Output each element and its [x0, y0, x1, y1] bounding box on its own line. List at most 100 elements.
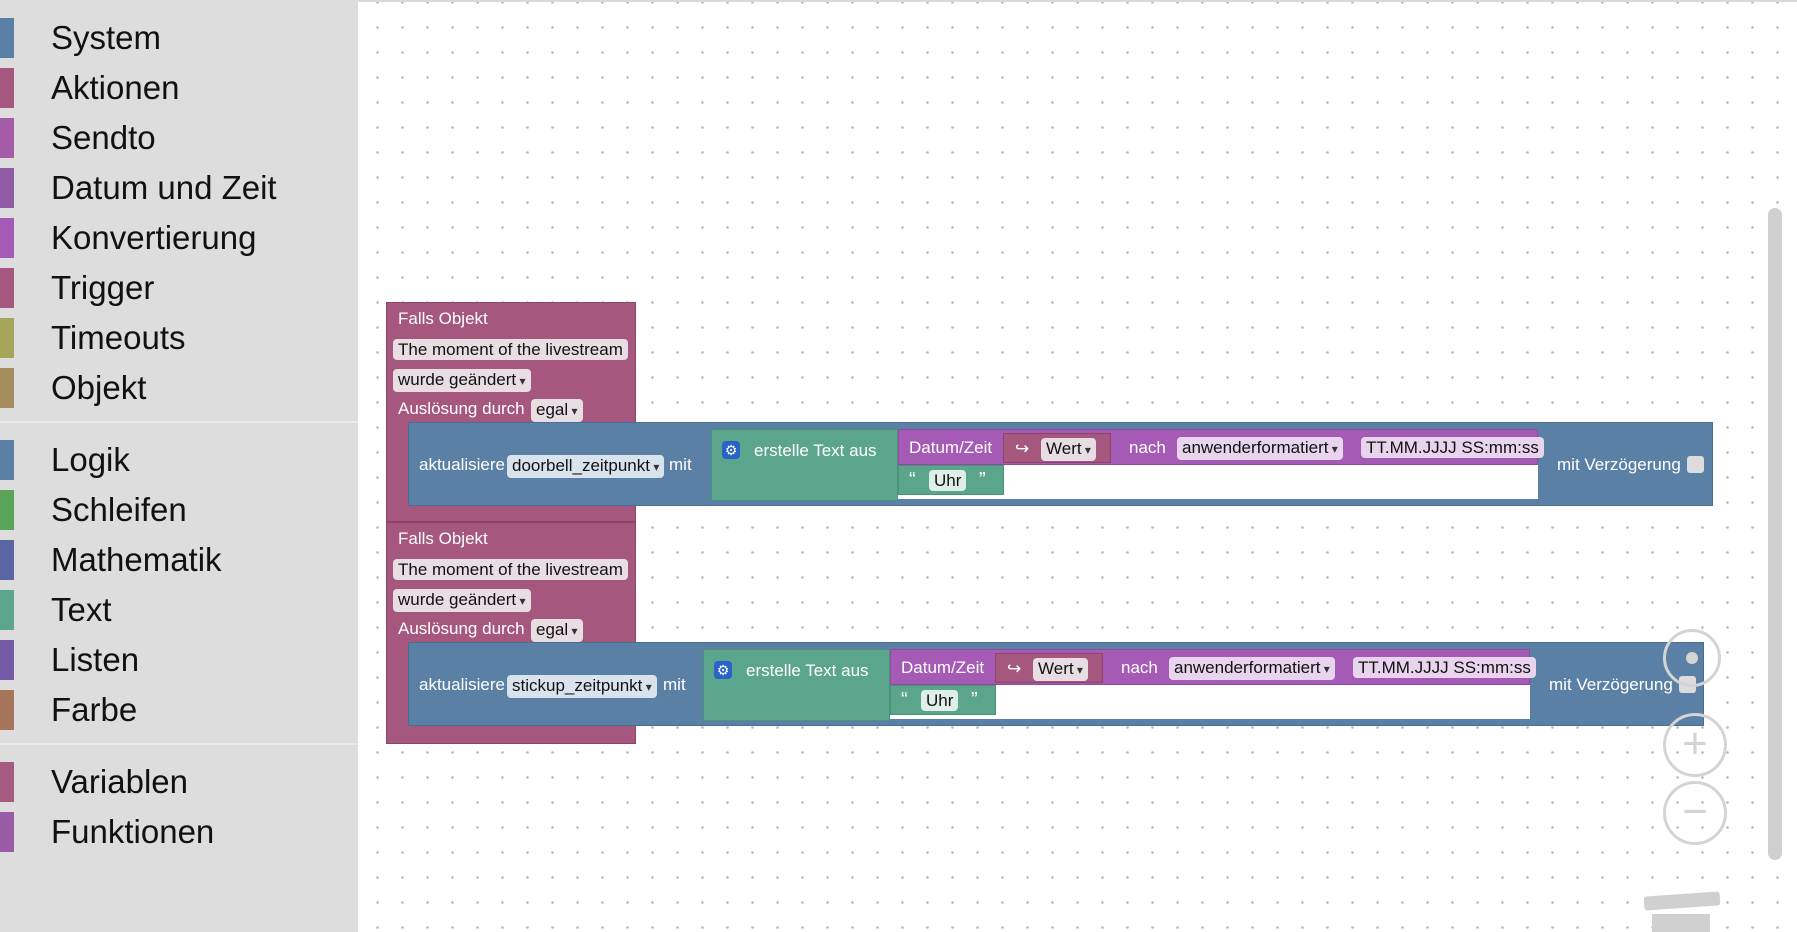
variable-dropdown[interactable]: stickup_zeitpunkt — [507, 675, 657, 698]
category-aktionen[interactable]: Aktionen — [0, 64, 358, 108]
delay-label: mit Verzögerung — [1549, 675, 1673, 694]
trashcan-icon[interactable] — [1636, 890, 1724, 932]
category-label: Schleifen — [51, 491, 187, 528]
category-label: Variablen — [51, 763, 188, 800]
datetime-block[interactable]: Datum/Zeit ↪ Wert nach anwenderformatier… — [898, 429, 1544, 465]
uhr-text-field[interactable]: Uhr — [921, 690, 959, 711]
category-label: Mathematik — [51, 541, 222, 578]
category-mathematik[interactable]: Mathematik — [0, 536, 358, 580]
category-label: Trigger — [51, 269, 155, 306]
zoom-in-icon[interactable]: + — [1663, 713, 1727, 777]
datetime-block[interactable]: Datum/Zeit ↪ Wert nach anwenderformatier… — [890, 649, 1536, 685]
open-quote-icon: “ — [909, 469, 916, 491]
category-farbe[interactable]: Farbe — [0, 686, 358, 730]
mit-label: mit — [663, 675, 686, 694]
ausloesung-label: Auslösung durch — [398, 619, 525, 638]
category-color-stripe — [0, 368, 14, 408]
text-literal-block[interactable]: “ Uhr ” — [898, 465, 1004, 495]
vertical-scrollbar[interactable] — [1768, 208, 1782, 860]
condition-dropdown[interactable]: wurde geändert — [393, 589, 531, 612]
category-timeouts[interactable]: Timeouts — [0, 314, 358, 358]
arrow-icon: ↪ — [1015, 439, 1030, 458]
text-join-block[interactable]: ⚙ erstelle Text aus — [711, 429, 898, 501]
category-color-stripe — [0, 168, 14, 208]
text-literal-block[interactable]: “ Uhr ” — [890, 685, 996, 715]
category-label: Datum und Zeit — [51, 169, 277, 206]
category-color-stripe — [0, 762, 14, 802]
datetime-label: Datum/Zeit — [901, 658, 985, 677]
object-id-field[interactable]: The moment of the livestream — [393, 339, 628, 360]
category-schleifen[interactable]: Schleifen — [0, 486, 358, 530]
variable-dropdown[interactable]: doorbell_zeitpunkt — [507, 455, 665, 478]
delay-label: mit Verzögerung — [1557, 455, 1681, 474]
category-konvertierung[interactable]: Konvertierung — [0, 214, 358, 258]
gear-icon[interactable]: ⚙ — [714, 661, 732, 679]
wert-dropdown[interactable]: Wert — [1041, 438, 1096, 461]
trigger-title: Falls Objekt — [398, 309, 488, 328]
empty-slot — [898, 465, 1538, 499]
update-block[interactable]: aktualisiere stickup_zeitpunkt mit ⚙ ers… — [408, 642, 1704, 726]
category-label: Objekt — [51, 369, 147, 406]
ausloesung-dropdown[interactable]: egal — [531, 619, 583, 642]
zoom-out-icon[interactable]: − — [1663, 781, 1727, 845]
plus-glyph: + — [1682, 719, 1708, 768]
format-pattern-field[interactable]: TT.MM.JJJJ SS:mm:ss — [1353, 657, 1536, 678]
format-mode-dropdown[interactable]: anwenderformatiert — [1169, 657, 1335, 680]
ausloesung-label: Auslösung durch — [398, 399, 525, 418]
text-join-label: erstelle Text aus — [754, 441, 877, 460]
category-label: Logik — [51, 441, 130, 478]
uhr-text-field[interactable]: Uhr — [929, 470, 967, 491]
category-color-stripe — [0, 690, 14, 730]
category-label: Text — [51, 591, 112, 628]
update-block[interactable]: aktualisiere doorbell_zeitpunkt mit ⚙ er… — [408, 422, 1713, 506]
gear-icon[interactable]: ⚙ — [722, 441, 740, 459]
category-color-stripe — [0, 268, 14, 308]
format-pattern-field[interactable]: TT.MM.JJJJ SS:mm:ss — [1361, 437, 1544, 458]
wert-dropdown[interactable]: Wert — [1033, 658, 1088, 681]
recenter-icon[interactable] — [1663, 629, 1721, 687]
text-join-block[interactable]: ⚙ erstelle Text aus — [703, 649, 890, 721]
recenter-dot — [1686, 652, 1698, 664]
update-label: aktualisiere — [419, 455, 505, 474]
category-text[interactable]: Text — [0, 586, 358, 630]
trigger-title: Falls Objekt — [398, 529, 488, 548]
category-variablen[interactable]: Variablen — [0, 758, 358, 802]
toolbox: System Aktionen Sendto Datum und Zeit Ko… — [0, 0, 358, 932]
category-color-stripe — [0, 812, 14, 852]
category-funktionen[interactable]: Funktionen — [0, 808, 358, 852]
close-quote-icon: ” — [971, 689, 978, 711]
category-label: Konvertierung — [51, 219, 257, 256]
object-id-field[interactable]: The moment of the livestream — [393, 559, 628, 580]
category-color-stripe — [0, 18, 14, 58]
category-color-stripe — [0, 68, 14, 108]
trashcan-lid — [1643, 891, 1721, 911]
category-system[interactable]: System — [0, 14, 358, 58]
minus-glyph: − — [1682, 787, 1708, 836]
category-color-stripe — [0, 540, 14, 580]
condition-dropdown[interactable]: wurde geändert — [393, 369, 531, 392]
category-trigger[interactable]: Trigger — [0, 264, 358, 308]
category-label: Farbe — [51, 691, 138, 728]
delay-checkbox[interactable] — [1687, 456, 1704, 473]
update-label: aktualisiere — [419, 675, 505, 694]
empty-slot — [890, 685, 1530, 719]
category-sendto[interactable]: Sendto — [0, 114, 358, 158]
category-color-stripe — [0, 490, 14, 530]
blockly-workspace[interactable]: Falls Objekt The moment of the livestrea… — [358, 0, 1797, 932]
category-objekt[interactable]: Objekt — [0, 364, 358, 408]
category-color-stripe — [0, 440, 14, 480]
category-label: Funktionen — [51, 813, 215, 850]
category-color-stripe — [0, 218, 14, 258]
category-listen[interactable]: Listen — [0, 636, 358, 680]
value-block[interactable]: ↪ Wert — [995, 653, 1103, 683]
category-label: System — [51, 19, 162, 56]
category-color-stripe — [0, 640, 14, 680]
category-datum-und-zeit[interactable]: Datum und Zeit — [0, 164, 358, 208]
format-mode-dropdown[interactable]: anwenderformatiert — [1177, 437, 1343, 460]
nach-label: nach — [1129, 438, 1166, 457]
category-logik[interactable]: Logik — [0, 436, 358, 480]
ausloesung-dropdown[interactable]: egal — [531, 399, 583, 422]
value-block[interactable]: ↪ Wert — [1003, 433, 1111, 463]
category-color-stripe — [0, 590, 14, 630]
arrow-icon: ↪ — [1007, 659, 1022, 678]
